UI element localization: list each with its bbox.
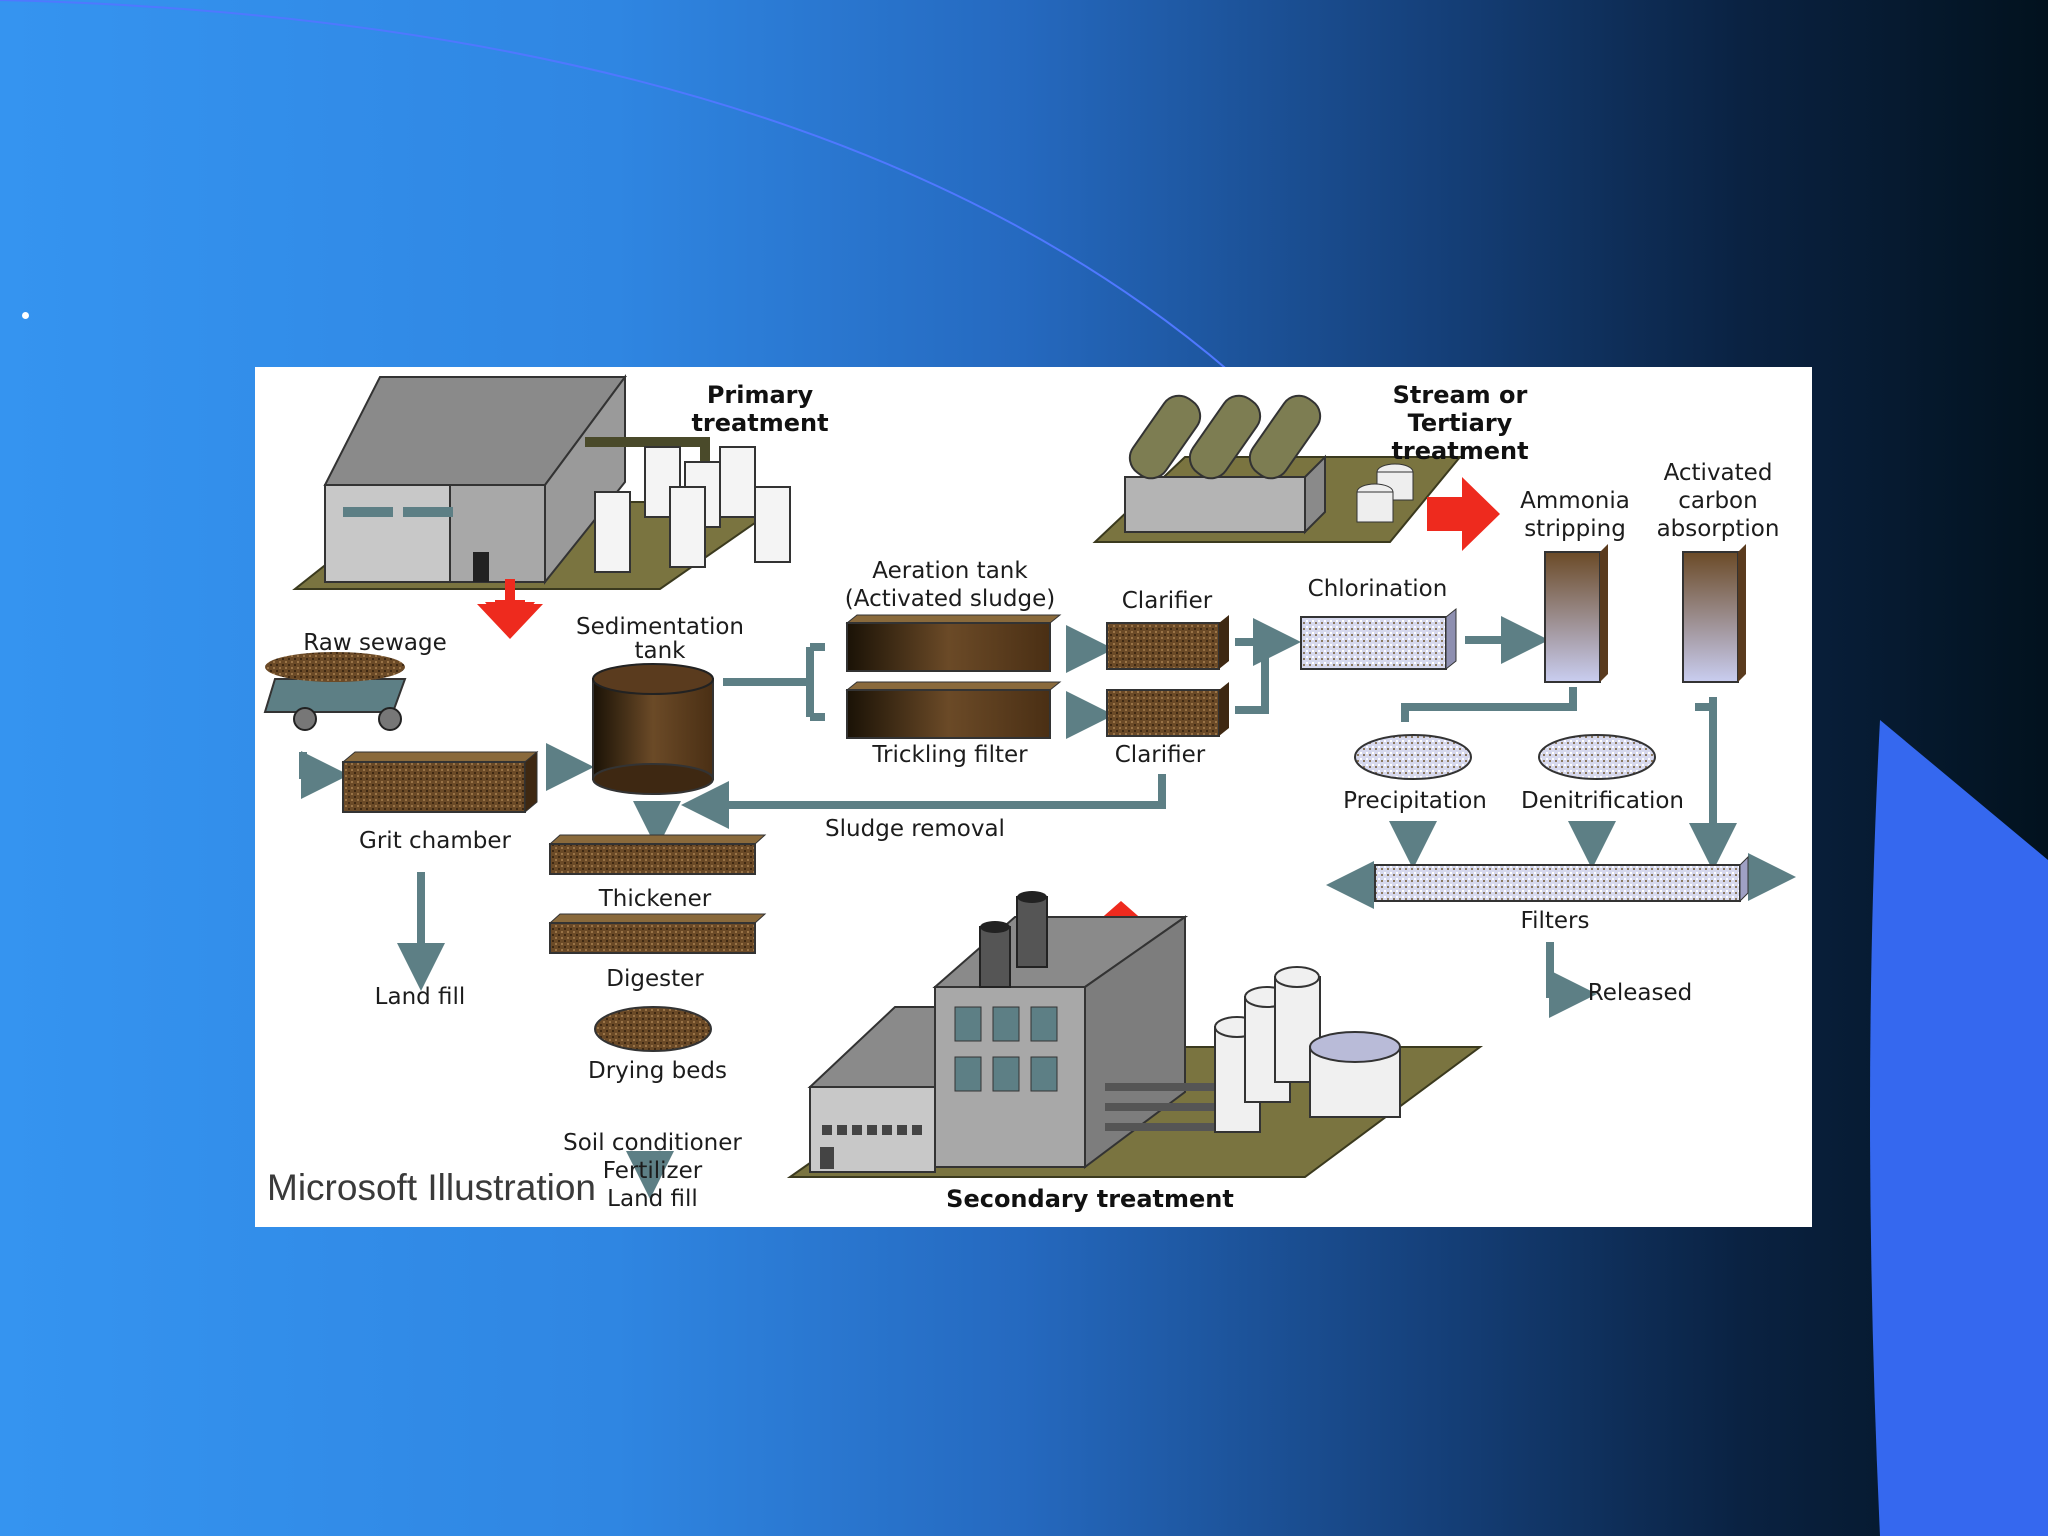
tertiary-treatment-building [1092, 394, 1463, 543]
secondary-treatment-building [786, 891, 1484, 1178]
aeration-tank [845, 614, 1062, 672]
precipitation-label: Precipitation [1343, 788, 1487, 814]
clarifier-top [1106, 615, 1229, 670]
drying-beds-label: Drying beds [588, 1058, 727, 1084]
land-fill-label: Land fill [374, 984, 466, 1010]
digester-label: Digester [606, 966, 704, 992]
trickling-filter-label: Trickling filter [872, 742, 1028, 768]
raw-sewage-label: Raw sewage [303, 630, 447, 656]
chlorination-tank [1300, 607, 1457, 671]
digester [548, 913, 767, 954]
clarifier-top-label: Clarifier [1121, 588, 1213, 614]
ammonia-stripping-label: Ammonia stripping [1520, 488, 1630, 542]
chlorination-label: Chlorination [1307, 576, 1448, 602]
thickener-label: Thickener [598, 886, 712, 912]
precipitation-basin [1354, 734, 1472, 780]
tertiary-treatment-title: Stream or Tertiary treatment [1391, 381, 1529, 465]
clarifier-bottom [1106, 682, 1229, 737]
activated-carbon-tower [1682, 544, 1746, 683]
denitrification-label: Denitrification [1521, 788, 1684, 814]
released-label: Released [1587, 980, 1693, 1006]
red-arrow-down-primary-icon [477, 600, 543, 639]
primary-treatment-title: Primary treatment [691, 381, 829, 437]
secondary-treatment-title: Secondary treatment [946, 1185, 1234, 1213]
aeration-tank-label: Aeration tank (Activated sludge) [844, 558, 1056, 612]
activated-carbon-label: Activated carbon absorption [1656, 460, 1780, 542]
primary-treatment-building [292, 373, 791, 590]
thickener [548, 834, 767, 875]
filters [1374, 855, 1749, 903]
red-arrow-right-icon [1427, 477, 1500, 551]
sludge-removal-label: Sludge removal [825, 816, 1005, 842]
slide-bullet [22, 312, 29, 319]
raw-sewage-cart [263, 652, 407, 731]
filters-label: Filters [1520, 908, 1590, 934]
illustration-credit: Microsoft Illustration [267, 1167, 596, 1208]
clarifier-bottom-label: Clarifier [1114, 742, 1206, 768]
grit-chamber [341, 750, 539, 814]
ammonia-stripping-tower [1544, 544, 1608, 683]
denitrification-basin [1538, 734, 1656, 780]
soil-products-label: Soil conditioner Fertilizer Land fill [563, 1130, 742, 1212]
grit-chamber-label: Grit chamber [359, 828, 511, 854]
wastewater-treatment-diagram: Primary treatment Stream or Tertiary tre… [255, 367, 1812, 1227]
sedimentation-tank-label: Sedimentation tank [575, 614, 745, 664]
sedimentation-tank [592, 663, 714, 795]
trickling-filter [845, 681, 1062, 739]
drying-bed [594, 1006, 712, 1052]
